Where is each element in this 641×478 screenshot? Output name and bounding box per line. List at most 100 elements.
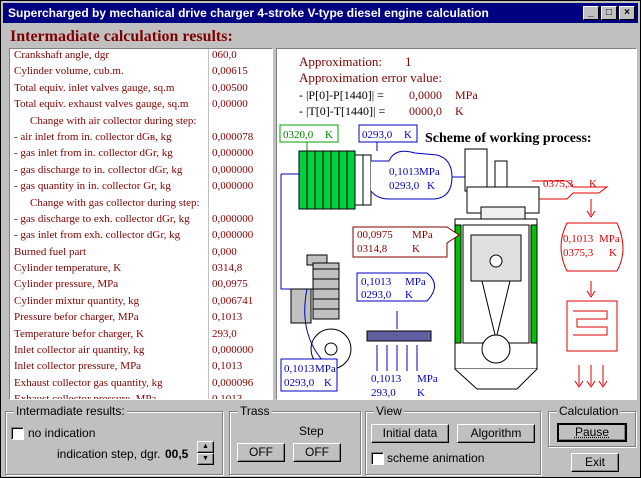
row-value: 293,0: [212, 327, 237, 340]
scheme-diagram: Approximation: 1 Approximation error val…: [279, 54, 624, 399]
err1-unit: MPa: [455, 88, 478, 102]
step-up-button[interactable]: ▲: [197, 441, 214, 453]
air-filter: [366, 311, 432, 371]
no-indication-checkbox[interactable]: [11, 427, 24, 440]
scheme-animation-label: scheme animation: [387, 451, 485, 465]
row-value: 0,000000: [212, 344, 254, 357]
scheme-animation-checkbox[interactable]: [371, 452, 384, 465]
row-label: - gas discharge to exh. collector dGг, k…: [10, 212, 209, 230]
intermediate-results-group: Intermadiate results:: [5, 404, 223, 475]
muffler: [566, 300, 618, 352]
err2-unit: K: [455, 104, 464, 118]
svg-text:0314,8: 0314,8: [357, 243, 388, 255]
trass-off-button-2[interactable]: OFF: [293, 443, 341, 462]
exhaust-pressure: 0,1013: [563, 233, 594, 245]
initial-data-button[interactable]: Initial data: [371, 424, 449, 443]
err1-value: 0,0000: [409, 88, 442, 102]
row-value: 0,000000: [212, 212, 254, 225]
svg-text:0293,0: 0293,0: [361, 289, 392, 301]
scheme-panel: Approximation: 1 Approximation error val…: [276, 48, 637, 400]
row-label: Inlet collector pressure, MPa: [10, 360, 209, 377]
svg-text:MPa: MPa: [405, 276, 426, 288]
step-label: indication step, dgr.: [57, 447, 161, 461]
svg-text:MPa: MPa: [417, 373, 438, 385]
row-value: [209, 115, 212, 131]
svg-text:MPa: MPa: [412, 229, 433, 241]
approx-label: Approximation:: [299, 54, 382, 69]
close-button[interactable]: ×: [619, 6, 635, 20]
charger-gears: [290, 254, 352, 370]
svg-text:K: K: [324, 377, 332, 389]
approx-value: 1: [405, 54, 412, 69]
svg-text:K: K: [325, 129, 333, 141]
row-value: 0,000000: [212, 180, 254, 193]
err1-expr: - |P[0]-P[1440]| =: [299, 88, 384, 102]
svg-text:0320,0: 0320,0: [283, 129, 314, 141]
row-value: 0,000078: [212, 130, 254, 143]
row-label: Exhaust collector gas quantity, kg: [10, 376, 209, 394]
calculation-group: Calculation: [548, 404, 636, 447]
row-label: Cylinder pressure, MPa: [10, 278, 209, 295]
table-row: Change with gas collector during step:: [10, 196, 272, 213]
trass-off-button-1[interactable]: OFF: [237, 443, 285, 462]
svg-text:0293,0: 0293,0: [362, 129, 393, 141]
row-value: 0,00000: [212, 98, 248, 111]
row-value: 0,000000: [212, 229, 254, 242]
row-value: [209, 197, 212, 213]
svg-text:K: K: [609, 247, 617, 259]
trass-step-label: Step: [299, 424, 324, 438]
view-caption: View: [374, 404, 404, 418]
table-row: - gas discharge to in. collector dGг, kg…: [10, 163, 272, 181]
bottom-pressure: 0,1013: [371, 373, 402, 385]
minimize-button[interactable]: _: [583, 6, 599, 20]
exit-button[interactable]: Exit: [571, 453, 619, 472]
svg-text:K: K: [589, 178, 597, 190]
inlet-temp: 0293,0: [389, 180, 420, 192]
step-down-button[interactable]: ▼: [197, 453, 214, 465]
inlet-pressure: 0,1013: [389, 166, 420, 178]
table-row: Change with air collector during step:: [10, 114, 272, 131]
svg-text:MPa: MPa: [599, 233, 620, 245]
row-label: - gas inlet from in. collector dGг, kg: [10, 147, 209, 164]
svg-text:0,1013: 0,1013: [361, 276, 392, 288]
pause-button[interactable]: Pause: [557, 423, 627, 442]
row-label: - gas inlet from exh. collector dGг, kg: [10, 229, 209, 246]
row-label: Temperature befor charger, K: [10, 327, 209, 345]
trass-group: Trass: [229, 404, 361, 475]
row-label: Burned fuel part: [10, 245, 209, 263]
row-label: - gas discharge to in. collector dGг, kg: [10, 163, 209, 181]
intermediate-caption: Intermadiate results:: [14, 404, 127, 418]
exhaust-temp: 0375,3: [563, 247, 594, 259]
svg-text:0,1013: 0,1013: [284, 363, 315, 375]
row-value: 00,0975: [212, 278, 248, 291]
table-row: - gas discharge to exh. collector dGг, k…: [10, 212, 272, 230]
svg-text:K: K: [412, 243, 420, 255]
row-label: Change with air collector during step:: [10, 114, 209, 131]
maximize-button[interactable]: □: [601, 6, 617, 20]
step-value[interactable]: 00,5: [165, 447, 189, 461]
row-label: Cylinder temperature, K: [10, 262, 209, 279]
algorithm-button[interactable]: Algorithm: [457, 424, 535, 443]
row-value: 0,1013: [212, 360, 243, 373]
svg-text:K: K: [404, 129, 412, 141]
row-label: Change with gas collector during step:: [10, 196, 209, 213]
row-label: Total equiv. exhaust valves gauge, sq.m: [10, 98, 209, 115]
row-value: 0,1013: [212, 311, 243, 324]
row-label: Cylinder volume, cub.m.: [10, 65, 209, 82]
cylinder-state-box: 00,0975 MPa 0314,8 K: [352, 226, 460, 258]
row-label: Pressure befor charger, MPa: [10, 311, 209, 328]
